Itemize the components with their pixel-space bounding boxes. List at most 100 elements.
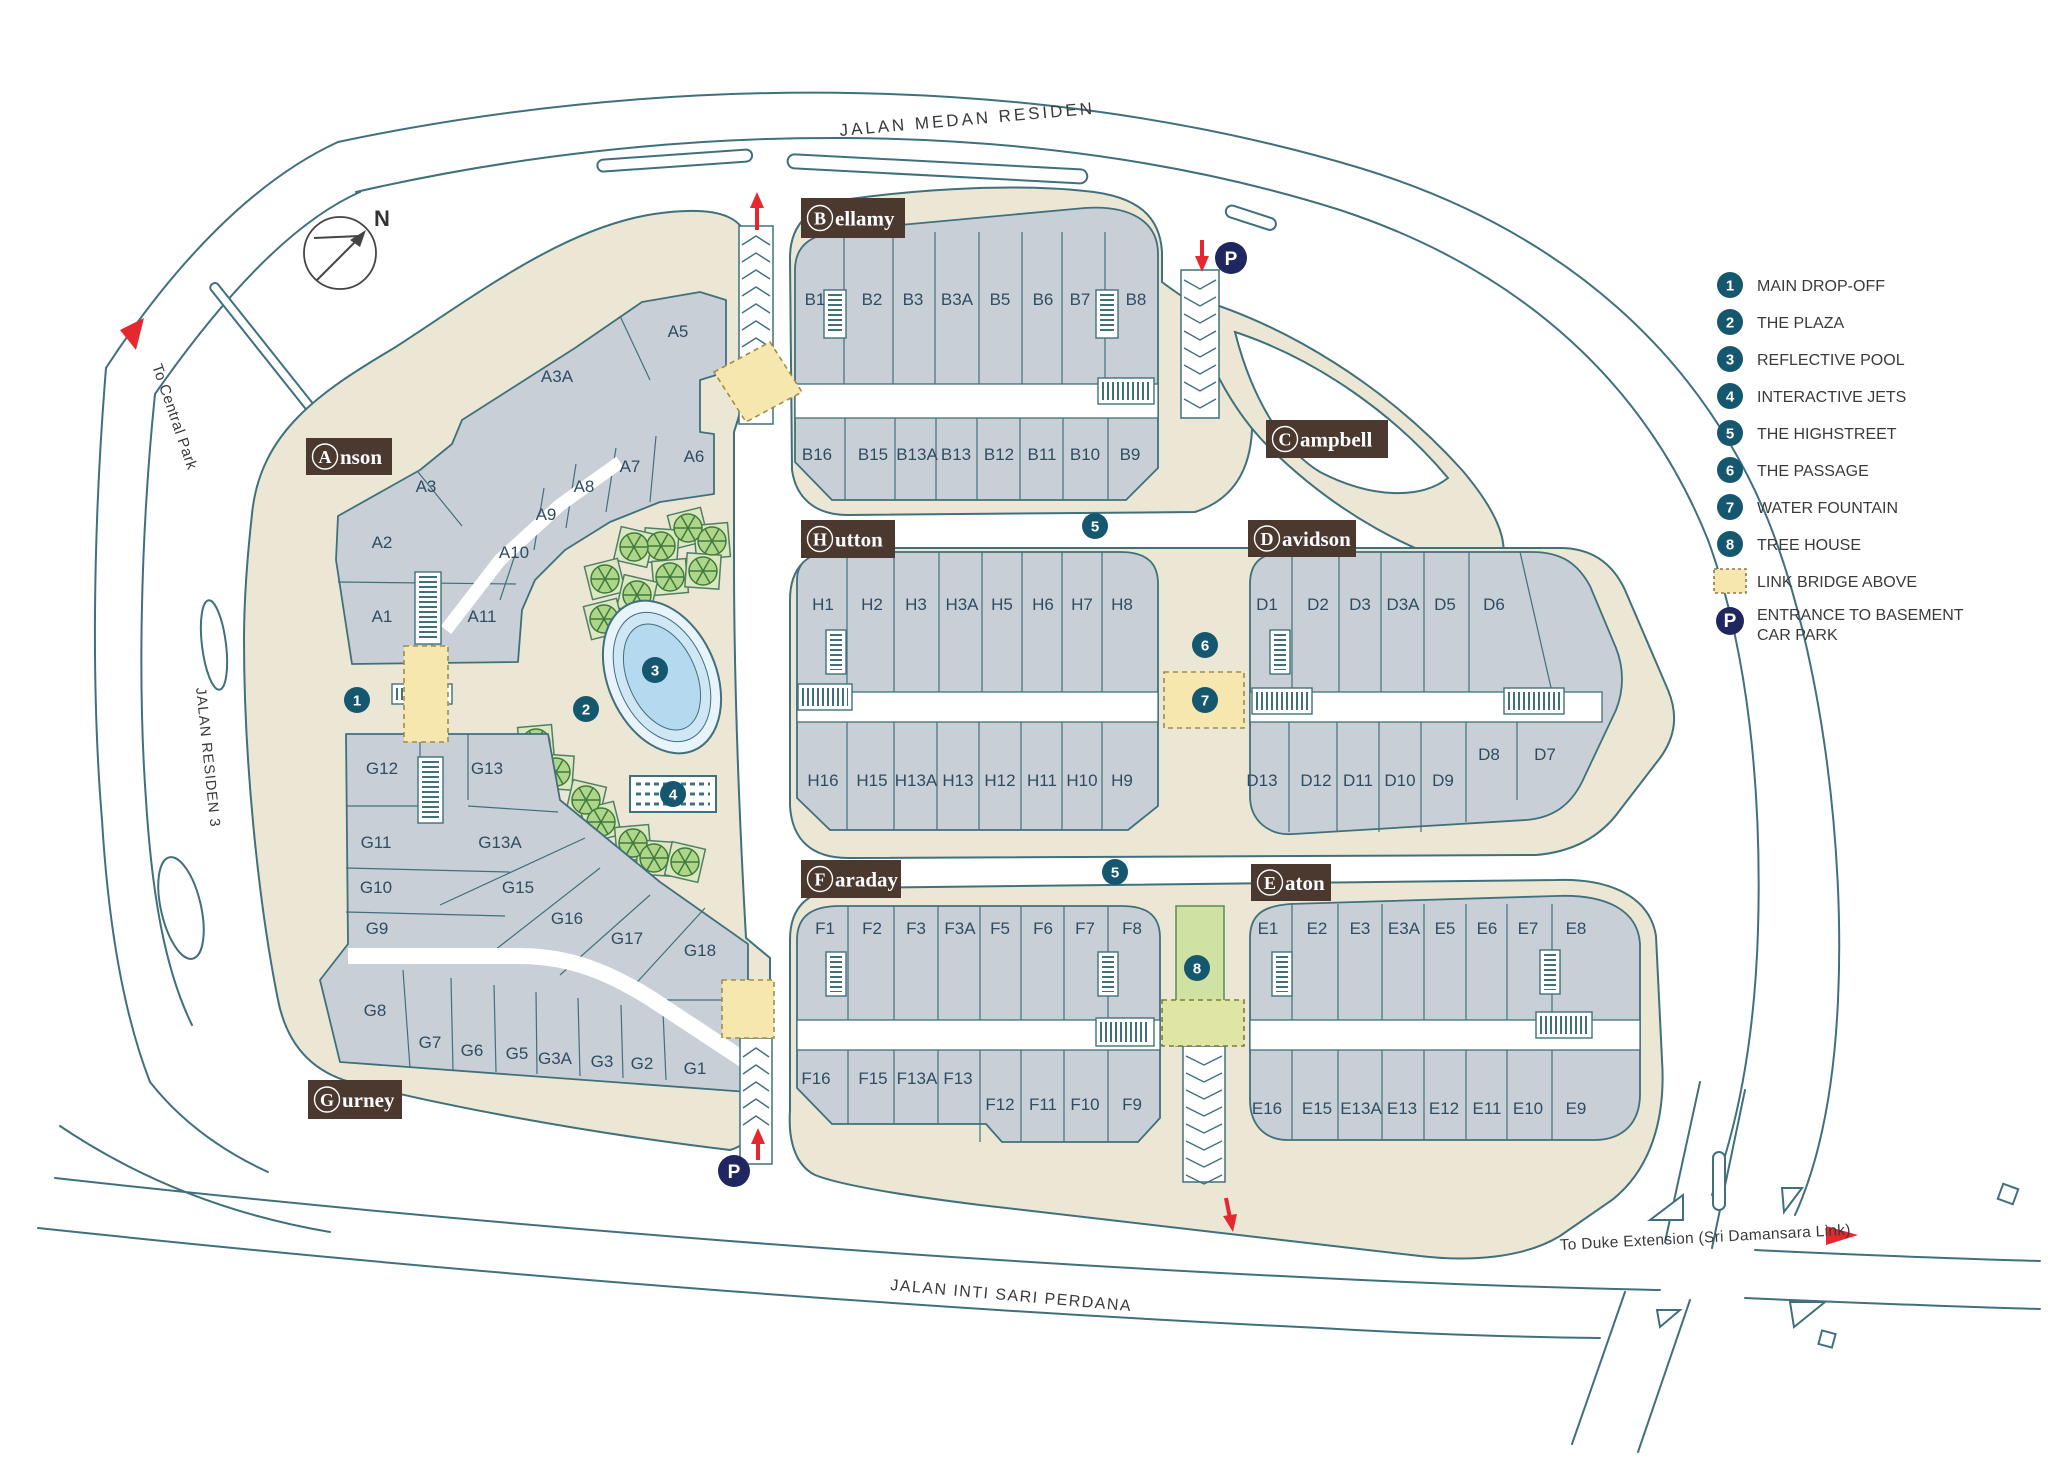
svg-text:1: 1	[353, 693, 361, 710]
central-park-arrow-icon	[120, 318, 144, 350]
unit-label-E11: E11	[1473, 1099, 1502, 1118]
svg-text:H: H	[813, 530, 827, 550]
unit-label-G2: G2	[631, 1054, 654, 1073]
svg-text:ellamy: ellamy	[835, 207, 895, 231]
unit-label-G9: G9	[366, 919, 389, 938]
road-label-central_park_label: To Central Park	[148, 362, 200, 472]
unit-label-B6: B6	[1033, 290, 1054, 309]
unit-divider	[649, 435, 657, 503]
unit-label-B8: B8	[1126, 290, 1147, 309]
stair-core-icon	[417, 756, 444, 824]
p-marker-icon: P	[1215, 242, 1247, 274]
svg-text:A: A	[319, 447, 332, 467]
svg-text:araday: araday	[835, 868, 899, 892]
svg-text:INTERACTIVE JETS: INTERACTIVE JETS	[1757, 389, 1906, 406]
unit-label-E13A: E13A	[1340, 1099, 1382, 1118]
unit-divider	[345, 867, 511, 873]
unit-label-G13: G13	[471, 759, 503, 778]
unit-label-D8: D8	[1478, 745, 1500, 764]
unit-label-E9: E9	[1566, 1099, 1587, 1118]
unit-label-H9: H9	[1111, 771, 1133, 790]
unit-divider	[417, 471, 463, 527]
unit-label-F6: F6	[1033, 919, 1053, 938]
unit-label-E12: E12	[1429, 1099, 1459, 1118]
tree-icon	[618, 828, 648, 858]
stair-core-icon	[1535, 1011, 1593, 1039]
svg-text:8: 8	[1193, 961, 1201, 978]
unit-label-G17: G17	[611, 929, 643, 948]
svg-text:G: G	[320, 1090, 334, 1110]
unit-label-G1: G1	[684, 1059, 707, 1078]
unit-label-H13: H13	[942, 771, 973, 790]
ramp-icon	[1180, 269, 1220, 419]
svg-text:P: P	[1225, 249, 1238, 270]
unit-label-H2: H2	[861, 595, 883, 614]
unit-label-A9: A9	[536, 505, 557, 524]
unit-label-E15: E15	[1302, 1099, 1332, 1118]
unit-label-E16: E16	[1252, 1099, 1282, 1118]
stair-core-icon	[797, 683, 853, 711]
unit-label-B9: B9	[1120, 445, 1141, 464]
svg-text:2: 2	[1726, 315, 1734, 332]
unit-divider	[577, 997, 581, 1077]
legend-item-4: 4 INTERACTIVE JETS	[1717, 383, 1906, 409]
unit-label-B7: B7	[1070, 290, 1091, 309]
svg-text:1: 1	[1726, 278, 1734, 295]
map-badge-7: 7	[1192, 687, 1218, 713]
unit-label-A10: A10	[499, 543, 529, 562]
unit-label-G15: G15	[502, 878, 534, 897]
unit-label-D2: D2	[1307, 595, 1329, 614]
unit-label-H16: H16	[807, 771, 838, 790]
unit-label-A3: A3	[416, 477, 437, 496]
unit-label-D7: D7	[1534, 745, 1556, 764]
unit-label-F9: F9	[1122, 1095, 1142, 1114]
unit-label-D11: D11	[1343, 771, 1373, 790]
stair-core-icon	[825, 951, 847, 997]
svg-text:utton: utton	[835, 528, 883, 552]
unit-label-F8: F8	[1122, 919, 1142, 938]
svg-text:C: C	[1279, 430, 1292, 450]
unit-label-H7: H7	[1071, 595, 1093, 614]
svg-text:4: 4	[669, 787, 678, 804]
svg-text:THE HIGHSTREET: THE HIGHSTREET	[1757, 426, 1897, 443]
unit-label-G18: G18	[684, 941, 716, 960]
svg-text:ampbell: ampbell	[1300, 428, 1373, 452]
svg-text:avidson: avidson	[1282, 527, 1351, 551]
map-badge-1: 1	[344, 687, 370, 713]
svg-text:urney: urney	[342, 1088, 395, 1112]
svg-text:P: P	[1724, 611, 1737, 632]
stair-core-icon	[1097, 951, 1119, 997]
svg-text:5: 5	[1726, 426, 1734, 443]
stair-core-icon	[1269, 629, 1291, 675]
svg-text:nson: nson	[340, 445, 382, 469]
svg-text:REFLECTIVE POOL: REFLECTIVE POOL	[1757, 352, 1905, 369]
map-badge-5: 5	[1082, 513, 1108, 539]
unit-label-G6: G6	[461, 1041, 484, 1060]
unit-label-B3A: B3A	[941, 290, 974, 309]
tree-icon	[571, 785, 601, 815]
stair-core-icon	[1097, 377, 1155, 405]
unit-divider	[494, 867, 601, 951]
unit-label-G10: G10	[360, 878, 392, 897]
unit-divider	[450, 977, 454, 1071]
unit-divider	[535, 991, 538, 1075]
svg-text:ENTRANCE TO BASEMENT: ENTRANCE TO BASEMENT	[1757, 607, 1964, 624]
svg-text:4: 4	[1726, 389, 1735, 406]
stair-core-icon	[1095, 289, 1119, 339]
unit-label-F13A: F13A	[897, 1069, 938, 1088]
tree-icon	[639, 843, 669, 873]
unit-label-E2: E2	[1307, 919, 1328, 938]
map-badge-2: 2	[573, 696, 599, 722]
unit-label-F12: F12	[985, 1095, 1014, 1114]
p-markers: PP	[718, 242, 1247, 1187]
svg-text:5: 5	[1091, 519, 1099, 536]
